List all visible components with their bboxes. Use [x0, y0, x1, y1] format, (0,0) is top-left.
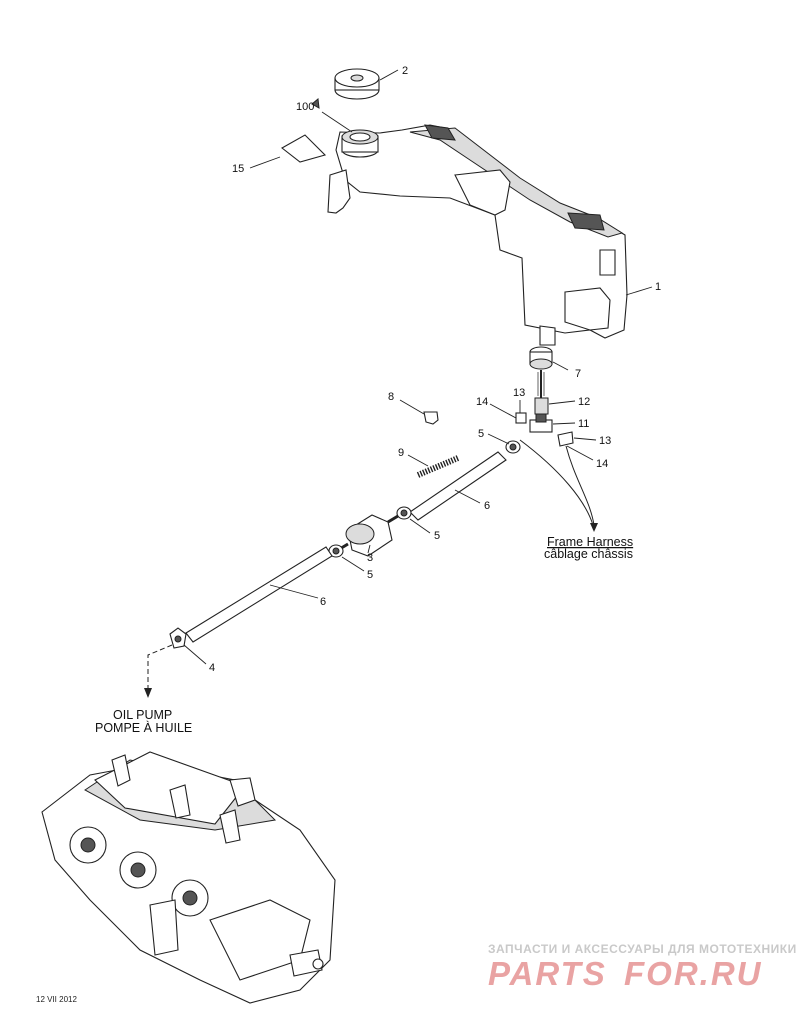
- oil-level-sensor: [529, 370, 553, 433]
- arrow-to-oil-pump: [144, 644, 173, 698]
- callout-6-lower: 6: [320, 596, 326, 608]
- oil-cap: [334, 68, 380, 100]
- oil-pump-label-fr: POMPE À HUILE: [95, 720, 192, 735]
- callout-7: 7: [575, 368, 581, 380]
- watermark: ЗАПЧАСТИ И АКСЕССУАРЫ ДЛЯ МОТОТЕХНИКИ PA…: [488, 942, 797, 992]
- callout-8: 8: [388, 391, 394, 403]
- oil-pump-label-en: OIL PUMP: [113, 708, 172, 722]
- callout-14-upper: 14: [476, 396, 488, 408]
- callout-9: 9: [398, 447, 404, 459]
- callout-12: 12: [578, 396, 590, 408]
- callout-15: 15: [232, 163, 244, 175]
- watermark-brand-left: PARTS: [488, 955, 607, 992]
- drawing-date-code: 12 VII 2012: [36, 995, 77, 1004]
- oil-tank: [327, 124, 628, 346]
- tank-grommet: [529, 346, 553, 370]
- callout-14-lower: 14: [596, 458, 608, 470]
- harness-clip-right: [557, 431, 574, 447]
- hose-clamp-middle: [396, 506, 412, 520]
- watermark-tagline: ЗАПЧАСТИ И АКСЕССУАРЫ ДЛЯ МОТОТЕХНИКИ: [488, 942, 797, 956]
- oil-filter: [337, 514, 399, 557]
- filler-neck: [341, 129, 379, 158]
- wires-to-frame-harness: [519, 439, 598, 532]
- callout-5-middle: 5: [434, 530, 440, 542]
- frame-harness-label-fr: câblage châssis: [544, 547, 633, 561]
- callout-2: 2: [402, 65, 408, 77]
- callout-numbers: 2 100 15 1 7 8 13 14 12 11 5 13 14 9 6 5…: [209, 65, 661, 674]
- callout-5-lower: 5: [367, 569, 373, 581]
- callout-1: 1: [655, 281, 661, 293]
- callout-6-upper: 6: [484, 500, 490, 512]
- engine-illustration: [41, 751, 336, 1004]
- banjo-fitting: [169, 627, 187, 649]
- callout-4: 4: [209, 662, 215, 674]
- callout-leaders: [183, 69, 653, 665]
- callout-13-upper: 13: [513, 387, 525, 399]
- decal-plate: [281, 134, 327, 163]
- callout-13-lower: 13: [599, 435, 611, 447]
- screw: [423, 411, 439, 425]
- callout-100: 100: [296, 101, 314, 113]
- oil-hose-lower: [185, 546, 333, 643]
- harness-clip-left: [515, 412, 527, 424]
- callout-5-upper: 5: [478, 428, 484, 440]
- callout-3: 3: [367, 552, 373, 564]
- cap-gasket: [311, 98, 320, 109]
- watermark-brand-right: FOR.RU: [624, 955, 763, 992]
- callout-11: 11: [578, 418, 589, 430]
- hose-spring: [416, 455, 460, 478]
- oil-hose-upper: [409, 451, 507, 521]
- frame-harness-label-en: Frame Harness: [547, 535, 633, 549]
- hose-clamp-upper: [505, 440, 521, 454]
